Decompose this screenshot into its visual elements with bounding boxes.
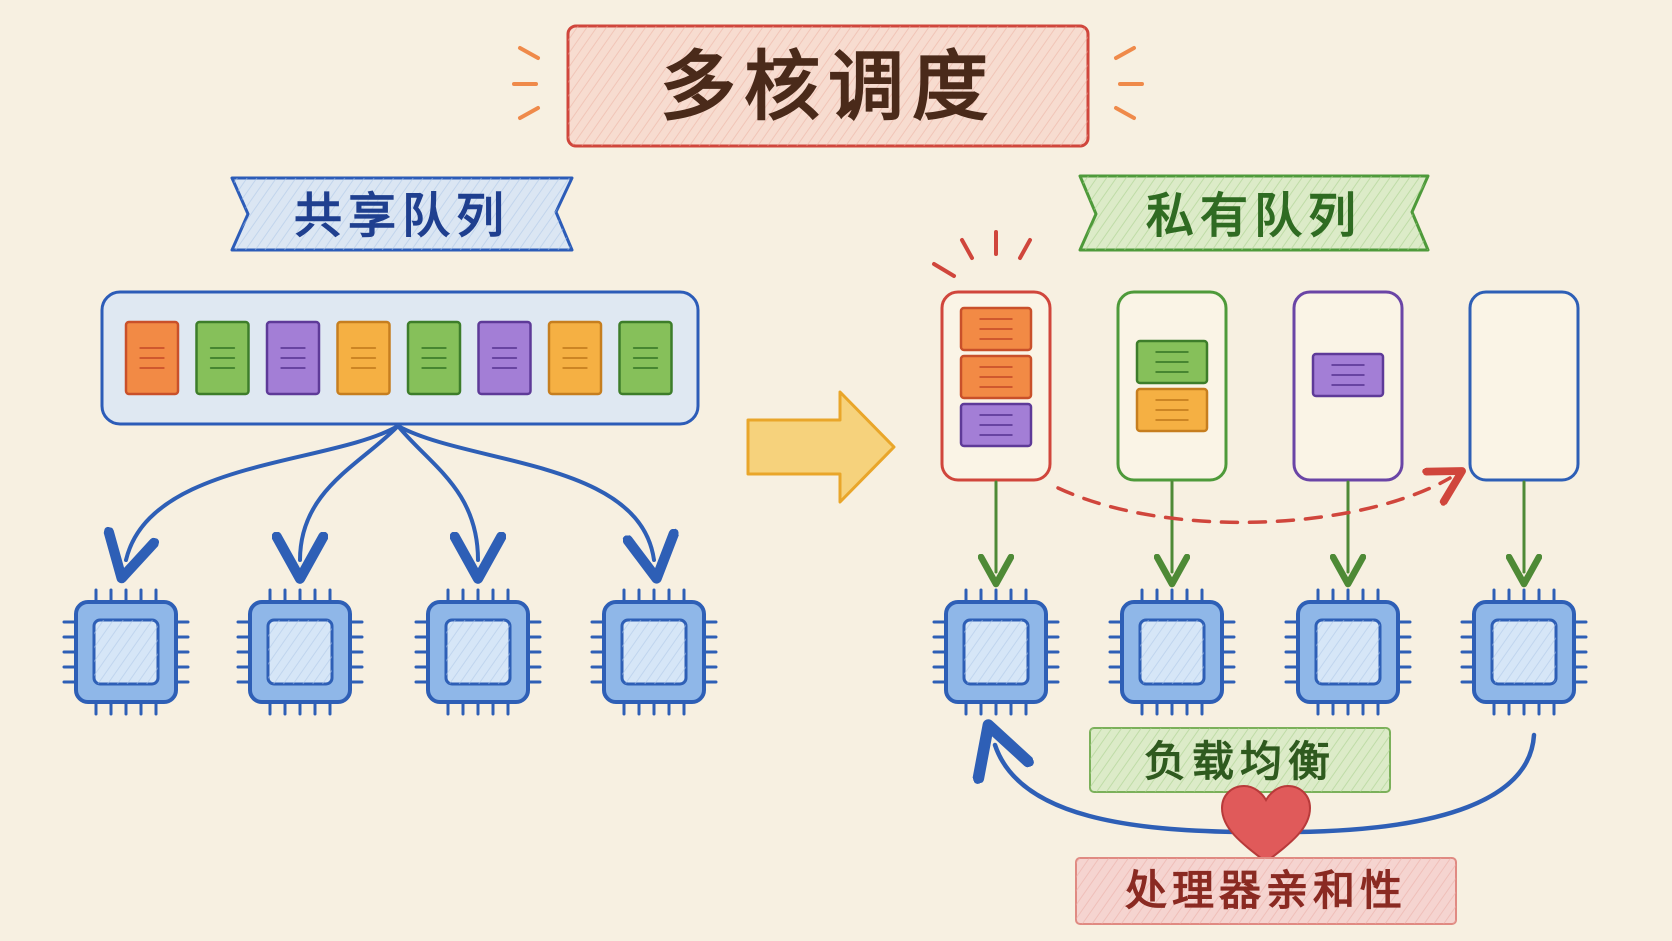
affinity-arrows — [995, 732, 1537, 835]
private-queue-label: 私有队列 — [1146, 188, 1362, 244]
private-queues — [940, 290, 1580, 572]
title-sparks-right — [1114, 46, 1144, 120]
shared-task-1 — [124, 320, 180, 396]
title-group: 多核调度 — [512, 24, 1144, 148]
shared-queue-container — [100, 290, 700, 426]
private-queue-cpus — [932, 588, 1588, 716]
shared-task-2 — [195, 320, 250, 396]
shared-queue-banner: 共享队列 — [230, 176, 574, 252]
title-sparks-left — [512, 46, 540, 120]
title-box-hatch — [568, 26, 1088, 146]
private-queue-banner: 私有队列 — [1078, 174, 1430, 252]
private-queue-4 — [1468, 290, 1580, 482]
transition-arrow — [746, 390, 896, 504]
dispatch-arrow-cpu-3 — [396, 424, 478, 560]
affinity-tag: 处理器亲和性 — [1075, 857, 1457, 925]
private-queue-1-task-2 — [959, 354, 1033, 400]
shared-task-3 — [265, 320, 321, 396]
private-queue-1 — [940, 290, 1052, 482]
migration-arrow — [1056, 478, 1450, 525]
shared-cpu-4 — [590, 588, 718, 716]
private-queue-2-task-1 — [1135, 339, 1209, 385]
private-queue-1-task-3 — [959, 402, 1033, 448]
private-cpu-3 — [1284, 588, 1412, 716]
heart-icon — [1220, 784, 1312, 864]
load-balance-label: 负载均衡 — [1144, 737, 1336, 786]
private-queue-2 — [1116, 290, 1228, 482]
busy-queue-sparks — [932, 230, 1032, 278]
private-cpu-4 — [1460, 588, 1588, 716]
private-queue-3-task-1 — [1311, 352, 1385, 398]
shared-task-8 — [618, 320, 673, 396]
private-queue-2-task-2 — [1135, 387, 1209, 433]
private-cpu-1 — [932, 588, 1060, 716]
dispatch-arrow-cpu-2 — [300, 424, 400, 560]
private-queue-1-task-1 — [959, 306, 1033, 352]
affinity-label: 处理器亲和性 — [1125, 866, 1407, 915]
shared-queue-tasks — [124, 320, 673, 396]
shared-task-7 — [547, 320, 603, 396]
dispatch-arrow-cpu-4 — [396, 424, 654, 560]
shared-cpu-1 — [62, 588, 190, 716]
shared-task-4 — [336, 320, 391, 396]
private-queue-3 — [1292, 290, 1404, 482]
shared-task-6 — [477, 320, 532, 396]
shared-queue-cpus — [62, 588, 718, 716]
shared-dispatch-arrows — [126, 424, 654, 560]
shared-cpu-2 — [236, 588, 364, 716]
shared-task-5 — [406, 320, 462, 396]
load-balance-tag: 负载均衡 — [1089, 727, 1391, 793]
dispatch-arrow-cpu-1 — [126, 424, 400, 560]
page-title: 多核调度 — [660, 42, 996, 131]
affinity-arrow-right — [1293, 732, 1537, 835]
private-cpu-2 — [1108, 588, 1236, 716]
shared-queue-label: 共享队列 — [294, 188, 510, 244]
shared-cpu-3 — [414, 588, 542, 716]
affinity-arrow-left — [995, 745, 1239, 835]
